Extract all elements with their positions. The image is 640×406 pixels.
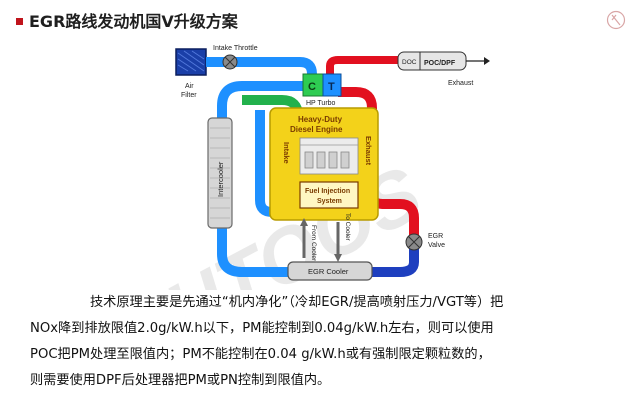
hp-turbo-label: HP Turbo — [306, 100, 336, 107]
egr-valve-label-2: Valve — [428, 242, 445, 249]
description-text: 技术原理主要是先通过“机内净化”（冷却EGR/提高喷射压力/VGT等）把 NOx… — [30, 290, 636, 394]
intake-vertical-label: Intake — [282, 142, 291, 164]
description-line-4: 则需要使用DPF后处理器把PM或PN控制到限值内。 — [30, 373, 331, 388]
egr-valve-label-1: EGR — [428, 233, 443, 240]
fuel-injection-box — [299, 181, 359, 209]
air-filter-label-1: Air — [185, 83, 194, 90]
fuel-injection-label-2: System — [317, 198, 342, 205]
description-line-1: 技术原理主要是先通过“机内净化”（冷却EGR/提高喷射压力/VGT等）把 — [90, 295, 504, 310]
exhaust-out-label: Exhaust — [448, 80, 473, 87]
exhaust-vertical-label: Exhaust — [364, 136, 373, 166]
egr-system-diagram: AUTOOS Air Filter Intake Throttle Interc… — [99, 45, 490, 290]
intake-throttle-label: Intake Throttle — [213, 45, 258, 52]
to-cooler-label: To Cooler — [344, 213, 351, 242]
poc-dpf-label: POC/DPF — [424, 60, 456, 67]
intercooler-label: Intercooler — [216, 161, 225, 197]
intake-pipe-upper — [206, 57, 317, 80]
engine-label-1: Heavy-Duty — [298, 115, 343, 124]
turbo-outlet-pipe — [326, 56, 398, 80]
brand-logo-icon — [606, 10, 626, 30]
air-filter-label-2: Filter — [181, 92, 197, 99]
engine-label-2: Diesel Engine — [290, 125, 343, 134]
turbine-label: T — [328, 81, 335, 93]
compressor-label: C — [308, 81, 316, 93]
page-title: EGR路线发动机国Ⅴ升级方案 — [16, 8, 238, 32]
egr-return-pipe — [370, 248, 419, 277]
doc-label: DOC — [402, 59, 417, 66]
fuel-injection-label-1: Fuel Injection — [305, 188, 350, 195]
title-bullet — [16, 18, 23, 25]
page-title-text: EGR路线发动机国Ⅴ升级方案 — [29, 12, 238, 31]
from-cooler-label: From Cooler — [310, 225, 317, 262]
description-line-3: POC把PM处理至限值内；PM不能控制在0.04 g/kW.h或有强制限定颗粒数… — [30, 347, 491, 362]
egr-cooler-box — [287, 261, 373, 281]
description-line-2: NOx降到排放限值2.0g/kW.h以下，PM能控制到0.04g/kW.h左右，… — [30, 321, 494, 336]
turbine-box — [322, 73, 342, 97]
intercooler-box — [207, 117, 233, 229]
egr-cooler-label: EGR Cooler — [308, 267, 349, 276]
